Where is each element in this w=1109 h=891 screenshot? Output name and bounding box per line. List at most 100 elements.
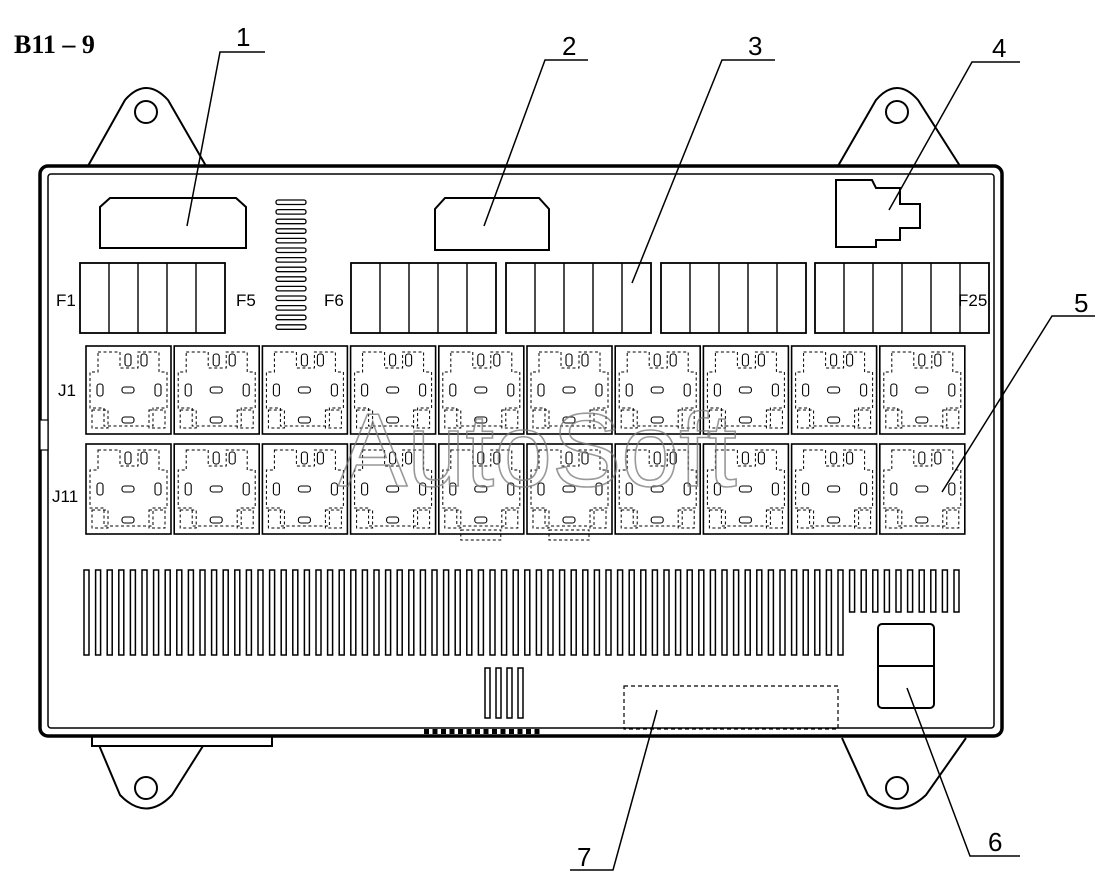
relay-socket-outline [526,345,613,435]
relay-socket-outline [790,443,878,535]
vent-slot [431,569,438,656]
leader-3 [631,59,775,284]
relay-socket-cavity [442,351,521,427]
fuse-label-f25: F25 [958,291,987,310]
vent-slot [524,569,531,656]
relay-socket-cavity [177,351,256,427]
relay-socket [173,443,260,535]
relay-pin [653,353,661,367]
relay-pin [595,383,603,397]
relay-pin [802,482,810,496]
relay-pin [757,353,765,367]
bottom-tooth [441,729,446,734]
vent-slot [686,569,693,656]
relay-socket-cavity [883,351,962,427]
relay-pin [361,482,369,496]
vent-slot [721,569,728,656]
relay-pin [738,416,752,424]
relay-pin [493,451,501,465]
vent-slot [570,569,577,656]
relay-corner [267,409,285,429]
relay-corner [620,409,638,429]
vent-slot [732,569,740,656]
relay-socket-outline [790,345,878,435]
relay-corner [148,409,166,429]
fuse-group [79,262,226,334]
relay-pin [209,416,223,424]
relay-socket [702,443,790,535]
vent-slot [941,569,949,613]
relay-pin [537,482,545,496]
relay-pin [860,482,868,496]
relay-pin [918,353,926,367]
vent-slot [802,569,809,656]
relay-pin [386,516,400,524]
bottom-tooth [492,729,497,734]
relay-pin [242,482,250,496]
vent-slot [953,569,960,613]
vent-slot [872,569,879,613]
relay-pin [124,353,132,367]
vent-slot [674,569,682,656]
relay-socket-outline [702,345,790,435]
bottom-tooth [500,729,506,734]
relay-corner [413,509,431,529]
relay-corner [444,509,462,529]
relay-pin [802,383,810,397]
vent-slot [222,569,229,656]
callout-4: 4 [992,33,1006,63]
relay-pin [581,353,589,367]
vent-slot [199,569,206,656]
vent-slot [895,569,902,613]
relay-socket-cavity [89,351,168,427]
relay-corner [501,409,519,429]
relay-pin [228,451,236,465]
fuse-label-f6: F6 [324,291,344,310]
vent-slot [883,569,891,613]
relay-pin [474,516,488,524]
relay-corner [885,509,903,529]
vent-slot [373,569,380,656]
vent-slot [593,569,601,656]
relay-pin [474,485,488,493]
relay-pin [650,416,664,424]
relay-socket-cavity [265,449,344,527]
relay-socket [878,443,966,535]
relay-pin [300,353,308,367]
relay-corner [797,509,815,529]
relay-corner [854,409,872,429]
vent-slot [790,569,798,656]
relay-socket-outline [349,443,437,535]
relay-socket [614,345,702,435]
relay-pin [154,383,162,397]
vent-slot [94,569,102,656]
relay-pin [713,383,721,397]
bottom-tooth [475,729,480,734]
relay-pin [738,386,752,394]
side-latch [39,419,49,451]
vent-slot [756,569,763,656]
vent-slot [396,569,403,656]
relay-corner [854,509,872,529]
relay-pin [948,383,956,397]
relay-pin [860,383,868,397]
vent-slot [918,569,925,613]
vent-slot [605,569,612,656]
relay-corner [942,409,960,429]
relay-socket [349,443,437,535]
bracket-top-right [837,87,961,167]
relay-socket-cavity [89,449,168,527]
relay-pin [738,516,752,524]
leader-4 [888,61,1020,211]
bottom-slot [495,667,502,719]
relay-corner [267,509,285,529]
vent-slot [779,569,786,656]
callout-3: 3 [748,31,762,61]
bottom-slot [506,667,513,719]
relay-pin [316,353,324,367]
relay-socket [349,345,437,435]
relay-socket [261,345,349,435]
relay-corner [91,509,109,529]
relay-pin [669,451,677,465]
relay-pin [827,516,841,524]
